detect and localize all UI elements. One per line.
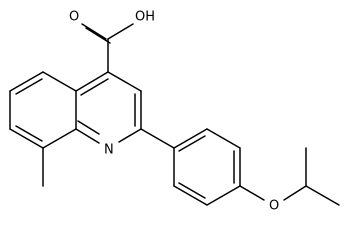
bond-c2prime-c3prime xyxy=(206,128,241,149)
bond-c5-c6 xyxy=(9,71,44,92)
bond-c4prime-c5prime xyxy=(206,185,241,206)
ring-nitrogen-label: N xyxy=(104,143,114,158)
bond-hydroxyl xyxy=(107,23,134,40)
bond-c1prime-c2prime-inner xyxy=(178,135,206,152)
bond-c4-c3 xyxy=(107,71,142,92)
structure-diagram: O OH N O xyxy=(9,10,340,214)
ether-oxygen-label: O xyxy=(269,199,279,214)
bond-c8a-n1-inner xyxy=(77,120,100,135)
hydroxyl-label: OH xyxy=(135,10,155,25)
bond-c8-c8a xyxy=(42,128,77,149)
benzo-ring xyxy=(9,71,100,187)
bond-c4a-c4 xyxy=(75,71,109,92)
skeletal-formula: O OH N O xyxy=(9,10,340,214)
bond-ether-o-ch xyxy=(283,185,307,201)
bond-c2-c1prime xyxy=(140,128,175,149)
bond-c5prime-c6prime xyxy=(173,185,208,206)
carboxyl-group xyxy=(81,23,134,73)
bond-c5-c6-inner xyxy=(15,78,43,95)
bond-c4prime-ether-o xyxy=(239,185,265,201)
bond-c4a-c4-inner xyxy=(80,78,109,96)
bond-c7-c8-inner xyxy=(15,125,43,142)
bond-c2-n1 xyxy=(118,128,142,143)
bond-ch-methyl-right xyxy=(305,185,340,206)
pyridine-ring xyxy=(75,71,142,144)
bond-c7-c8 xyxy=(9,128,44,149)
bond-carbonyl-double-a xyxy=(81,23,107,40)
bond-c4a-c5 xyxy=(42,71,77,92)
phenyl-ring xyxy=(140,128,241,206)
bond-carbonyl-double-b xyxy=(85,27,111,44)
isopropoxy-group xyxy=(239,147,340,206)
bond-n1-c8a xyxy=(75,128,100,144)
bond-c1prime-c2prime xyxy=(173,128,208,149)
bond-c5prime-c6prime-inner xyxy=(178,182,206,199)
carbonyl-oxygen-label: O xyxy=(69,10,79,25)
